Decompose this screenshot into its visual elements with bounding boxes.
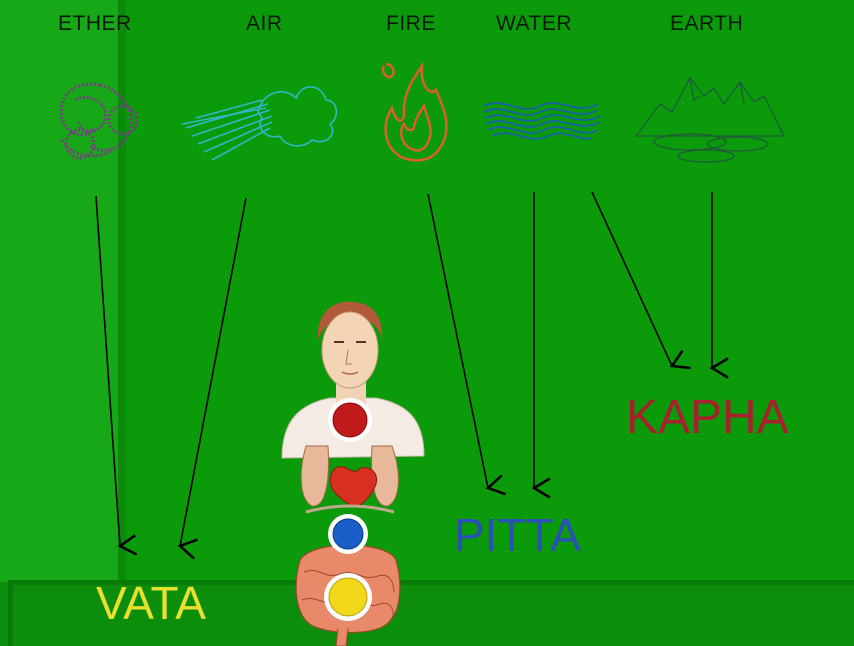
water-waves-icon — [484, 103, 600, 139]
arrow-fire-to-pitta — [428, 194, 488, 488]
flame-icon — [383, 64, 447, 160]
mountain-icon — [636, 78, 784, 162]
dosha-label-vata: VATA — [96, 576, 206, 630]
arrow-ether-to-vata — [96, 196, 120, 546]
element-to-dosha-arrows — [96, 192, 712, 546]
wind-cloud-icon — [182, 87, 336, 160]
dosha-label-kapha: KAPHA — [626, 390, 789, 445]
human-body-illustration — [282, 302, 424, 646]
arrow-air-to-vata — [180, 198, 246, 546]
arrow-water-to-kapha — [592, 192, 672, 366]
dosha-label-pitta: PITTA — [454, 508, 581, 562]
ether-spiral-icon — [61, 84, 137, 158]
